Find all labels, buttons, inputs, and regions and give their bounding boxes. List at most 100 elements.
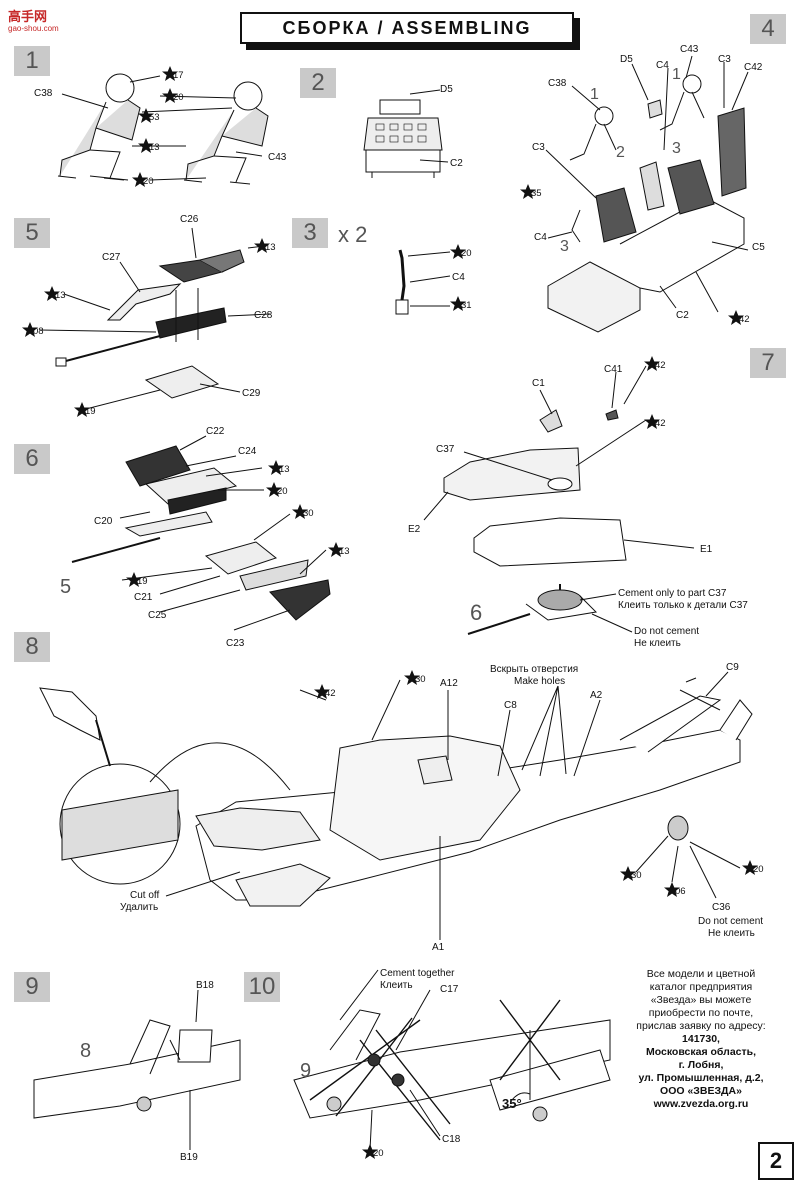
- nose-assembly-step-7: [423, 365, 695, 635]
- sub-step-number: 3: [672, 140, 681, 157]
- cut-off-en: Cut off: [130, 890, 160, 901]
- paint-code: 42: [655, 360, 666, 371]
- part-label: C17: [440, 984, 459, 995]
- catalog-info: Все модели и цветной каталог предприятия…: [612, 968, 790, 1111]
- paint-code: 20: [753, 864, 764, 875]
- paint-code: 17: [173, 70, 184, 81]
- part-label: C28: [254, 310, 273, 321]
- sub-step-number: 1: [672, 66, 681, 83]
- pilot-figure-c43: [183, 81, 269, 185]
- part-label: C37: [436, 444, 455, 455]
- angle-label: 35°: [502, 1096, 522, 1111]
- part-label: C43: [680, 44, 699, 55]
- part-label: C38: [34, 88, 53, 99]
- paint-code: 30: [303, 508, 314, 519]
- cement-together-en: Cement together: [380, 968, 455, 979]
- gear-assembly-step-9: [33, 989, 241, 1150]
- part-label: C25: [148, 610, 167, 621]
- catalog-line: прислав заявку по адресу:: [636, 1020, 766, 1032]
- step-number-10: 10: [244, 972, 280, 1002]
- part-label: C4: [656, 60, 669, 71]
- cut-off-ru: Удалить: [120, 902, 159, 913]
- paint-code: 19: [137, 576, 148, 587]
- part-label: C41: [604, 364, 623, 375]
- instrument-panel: [363, 89, 449, 178]
- paint-code: 30: [415, 674, 426, 685]
- paint-code: 20: [173, 92, 184, 103]
- paint-code: 53: [149, 112, 160, 123]
- part-label: A1: [432, 942, 445, 953]
- step-number-5: 5: [14, 218, 50, 248]
- part-label: C4: [534, 232, 547, 243]
- part-label: B19: [180, 1152, 198, 1163]
- step-number-1: 1: [14, 46, 50, 76]
- reference-step-number: 9: [300, 1060, 312, 1082]
- part-label: C20: [94, 516, 113, 527]
- reference-step-number: 5: [60, 576, 72, 598]
- part-label: D5: [620, 54, 633, 65]
- catalog-line: «Звезда» вы можете: [650, 994, 752, 1006]
- part-label: C2: [450, 158, 463, 169]
- catalog-line: Московская область,: [645, 1046, 757, 1058]
- paint-code: 19: [85, 406, 96, 417]
- do-not-cement-ru: Не клеить: [708, 928, 755, 939]
- part-label: C4: [452, 272, 465, 283]
- make-holes-en: Make holes: [514, 676, 566, 687]
- sub-step-number: 2: [616, 144, 625, 161]
- seat-assembly-step-6: [71, 435, 331, 631]
- cement-note-ru: Клеить только к детали C37: [618, 600, 748, 611]
- part-label: A12: [440, 678, 458, 689]
- step-number-4: 4: [750, 14, 786, 44]
- control-stick-c4: [395, 249, 451, 315]
- part-label: C18: [442, 1134, 461, 1145]
- site-logo: 高手网: [8, 9, 48, 24]
- part-label: B18: [196, 980, 214, 991]
- rotor-assembly-step-10: [293, 969, 611, 1151]
- catalog-line: г. Лобня,: [678, 1059, 724, 1071]
- catalog-line: ООО «ЗВЕЗДА»: [660, 1085, 742, 1097]
- do-not-cement-ru: Не клеить: [634, 638, 681, 649]
- part-label: C2: [676, 310, 689, 321]
- pilot-figure-c38: [57, 73, 141, 181]
- paint-code: 08: [33, 326, 44, 337]
- step-3-multiplier: x 2: [338, 222, 368, 247]
- part-label: C3: [532, 142, 545, 153]
- catalog-line: Все модели и цветной: [646, 968, 756, 980]
- step-number-6: 6: [14, 444, 50, 474]
- cement-note-en: Cement only to part C37: [618, 588, 727, 599]
- sub-step-number: 1: [590, 86, 599, 103]
- paint-code: 20: [277, 486, 288, 497]
- catalog-line: ул. Промышленная, д.2,: [638, 1072, 764, 1084]
- paint-code: 20: [143, 176, 154, 187]
- paint-code: 42: [655, 418, 666, 429]
- paint-code: 13: [149, 142, 160, 153]
- part-label: E1: [700, 544, 713, 555]
- part-label: C5: [752, 242, 765, 253]
- catalog-line: каталог предприятия: [649, 981, 753, 993]
- part-label: C36: [712, 902, 731, 913]
- cockpit-tub-assembly: [545, 55, 749, 333]
- seat-assembly-step-5: [39, 227, 271, 411]
- part-label: E2: [408, 524, 421, 535]
- part-label: C9: [726, 662, 739, 673]
- step-number-8: 8: [14, 632, 50, 662]
- step-number-9: 9: [14, 972, 50, 1002]
- part-label: C26: [180, 214, 199, 225]
- paint-code: 35: [531, 188, 542, 199]
- sub-step-number: 3: [560, 238, 569, 255]
- page-number: 2: [758, 1142, 794, 1180]
- reference-step-number: 8: [80, 1040, 92, 1062]
- paint-code: 20: [461, 248, 472, 259]
- do-not-cement-en: Do not cement: [698, 916, 764, 927]
- part-label: C23: [226, 638, 245, 649]
- do-not-cement-en: Do not cement: [634, 626, 700, 637]
- part-label: C22: [206, 426, 225, 437]
- fuselage-assembly: [39, 671, 753, 940]
- part-label: D5: [440, 84, 453, 95]
- part-label: C38: [548, 78, 567, 89]
- part-label: C27: [102, 252, 121, 263]
- paint-code: 30: [631, 870, 642, 881]
- website-link[interactable]: www.zvezda.org.ru: [653, 1098, 749, 1110]
